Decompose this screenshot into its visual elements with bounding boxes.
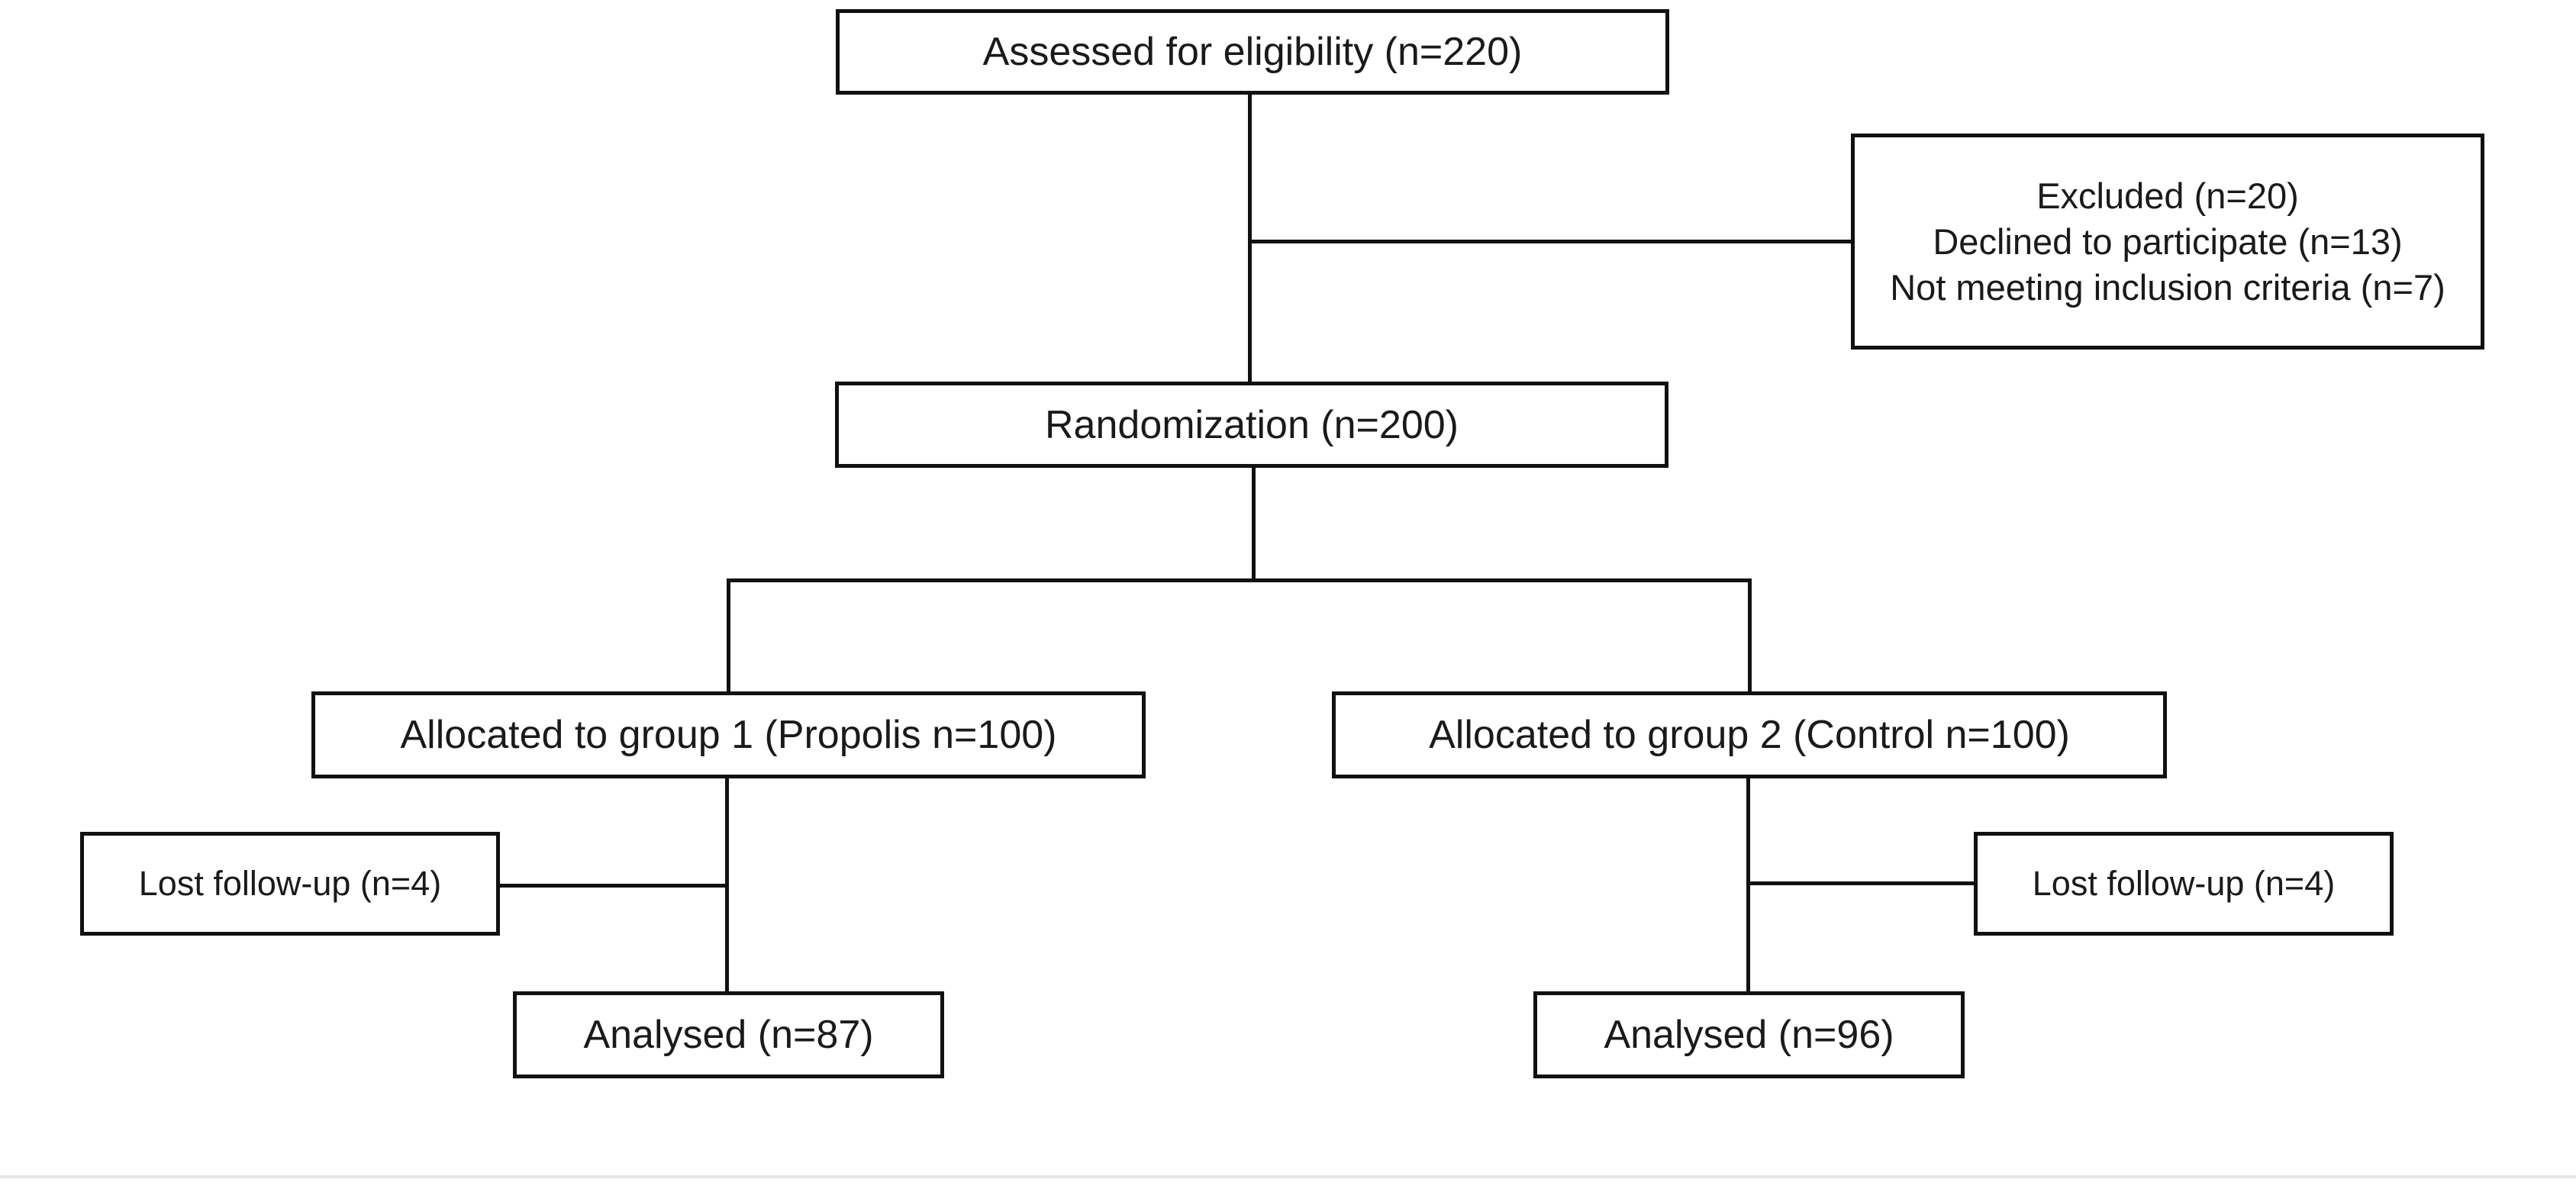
randomization-label: Randomization (n=200) (1045, 402, 1459, 447)
group2-allocated-box: Allocated to group 2 (Control n=100) (1332, 691, 2167, 778)
group1-analysed-box: Analysed (n=87) (513, 991, 944, 1078)
group1-lost-label: Lost follow-up (n=4) (138, 864, 442, 903)
group2-analysed-box: Analysed (n=96) (1533, 991, 1965, 1078)
connector-allocation-split (727, 578, 1752, 582)
connector-group1-to-analysed (725, 777, 729, 994)
connector-split-to-group2 (1748, 578, 1752, 694)
connector-group2-to-analysed (1746, 777, 1750, 994)
group2-allocated-label: Allocated to group 2 (Control n=100) (1429, 713, 2070, 757)
group1-allocated-label: Allocated to group 1 (Propolis n=100) (400, 713, 1057, 757)
group2-analysed-label: Analysed (n=96) (1604, 1013, 1894, 1057)
group2-lost-label: Lost follow-up (n=4) (2032, 864, 2336, 903)
group2-lost-box: Lost follow-up (n=4) (1974, 832, 2394, 936)
excluded-not-meeting: Not meeting inclusion criteria (n=7) (1890, 266, 2445, 308)
excluded-box: Excluded (n=20) Declined to participate … (1851, 134, 2484, 350)
excluded-declined: Declined to participate (n=13) (1933, 221, 2403, 262)
assessed-label: Assessed for eligibility (n=220) (982, 30, 1523, 74)
connector-group2-to-lost (1748, 881, 1977, 885)
group1-lost-box: Lost follow-up (n=4) (80, 832, 500, 936)
bottom-divider (0, 1175, 2576, 1178)
connector-to-excluded (1248, 240, 1853, 243)
randomization-box: Randomization (n=200) (835, 382, 1668, 468)
connector-randomization-down (1252, 467, 1256, 582)
assessed-box: Assessed for eligibility (n=220) (836, 9, 1669, 95)
excluded-title: Excluded (n=20) (2036, 175, 2299, 216)
group1-allocated-box: Allocated to group 1 (Propolis n=100) (311, 691, 1146, 778)
connector-group1-to-lost (498, 884, 727, 888)
group1-analysed-label: Analysed (n=87) (583, 1013, 874, 1057)
connector-split-to-group1 (727, 578, 730, 694)
